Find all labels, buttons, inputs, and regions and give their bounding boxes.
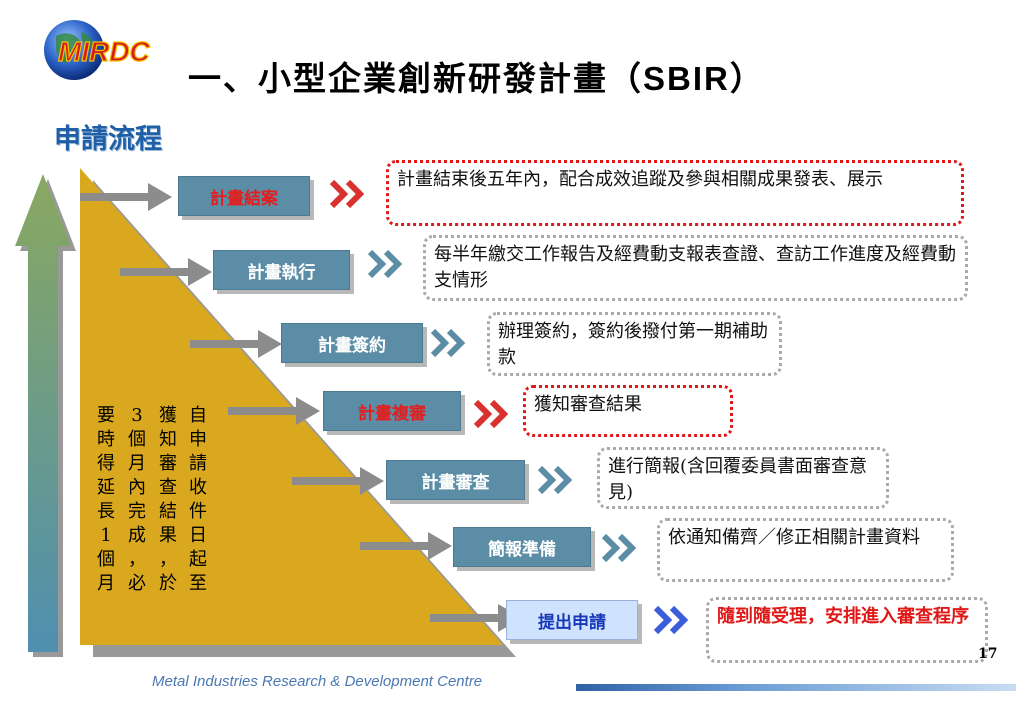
vchar: 件	[189, 501, 207, 522]
vchar: 日	[189, 525, 207, 546]
step-contract: 計畫簽約	[281, 323, 423, 363]
step-re-review: 計畫複審	[323, 391, 461, 431]
step-arrow	[80, 183, 172, 211]
title-prefix: 一、小型企業創新研發計畫（	[188, 59, 643, 98]
vchar: 延	[97, 477, 115, 498]
vertical-note-col3: 3 個 月 內 完 成 ， 必	[127, 404, 147, 596]
vertical-note-col1: 自 申 請 收 件 日 起 至	[188, 404, 208, 596]
vchar: 自	[189, 405, 207, 426]
title-latin: SBIR	[643, 60, 730, 97]
vchar: 請	[189, 453, 207, 474]
note-apply: 隨到隨受理，安排進入審查程序	[706, 597, 988, 663]
chevron-icons	[329, 179, 689, 635]
chevron-icon	[537, 465, 573, 495]
note-execute: 每半年繳交工作報告及經費動支報表查證、查訪工作進度及經費動支情形	[423, 235, 968, 301]
vchar: 收	[189, 477, 207, 498]
mirdc-logo: MIRDC	[38, 14, 188, 84]
vchar: 長	[97, 501, 115, 522]
up-arrow-icon	[15, 174, 76, 657]
vchar: 時	[97, 429, 115, 450]
vchar: 內	[128, 477, 146, 498]
step-arrow	[292, 467, 384, 495]
vchar: 成	[128, 525, 146, 546]
vchar: 獲	[159, 405, 177, 426]
vchar: 於	[159, 573, 177, 594]
chevron-icon	[430, 328, 466, 358]
step-arrows	[80, 183, 522, 632]
vchar: 審	[159, 453, 177, 474]
vchar-red: 個	[128, 429, 146, 450]
page-number: 17	[978, 646, 998, 662]
vchar: 至	[189, 573, 207, 594]
vertical-note-col4: 要 時 得 延 長 1 個 月	[96, 404, 116, 596]
vchar: 完	[128, 501, 146, 522]
vchar-red: 3	[131, 405, 143, 426]
vchar-red: 月	[128, 453, 146, 474]
vchar: ，	[159, 549, 177, 570]
vertical-note-col2: 獲 知 審 查 結 果 ， 於	[158, 404, 178, 596]
vchar: 申	[189, 429, 207, 450]
vchar: 月	[97, 573, 115, 594]
logo-text: MIRDC	[58, 36, 151, 67]
title-suffix: ）	[729, 59, 765, 98]
vchar: 1	[100, 525, 112, 546]
step-review: 計畫審查	[386, 460, 525, 500]
chevron-icon	[367, 249, 403, 279]
vchar: 個	[97, 549, 115, 570]
page-title: 一、小型企業創新研發計畫（SBIR）	[188, 52, 765, 100]
step-arrow	[228, 397, 320, 425]
note-briefing: 依通知備齊／修正相關計畫資料	[657, 518, 954, 582]
footer-text: Metal Industries Research & Development …	[152, 673, 483, 690]
vchar: 查	[159, 477, 177, 498]
footer-bar	[576, 684, 1016, 691]
step-execute: 計畫執行	[213, 250, 350, 290]
note-re-review: 獲知審查結果	[523, 385, 733, 437]
step-close: 計畫結案	[178, 176, 310, 216]
vchar: 必	[128, 573, 146, 594]
note-close: 計畫結束後五年內，配合成效追蹤及參與相關成果發表、展示	[386, 160, 964, 226]
vchar: ，	[128, 549, 146, 570]
chevron-icon	[329, 179, 365, 209]
vchar: 知	[159, 429, 177, 450]
step-briefing: 簡報準備	[453, 527, 591, 567]
chevron-icon	[601, 533, 637, 563]
step-arrow	[120, 258, 212, 286]
step-arrow	[190, 330, 282, 358]
chevron-icon	[653, 605, 689, 635]
vchar: 起	[189, 549, 207, 570]
step-arrow	[430, 604, 522, 632]
vchar: 果	[159, 525, 177, 546]
step-apply: 提出申請	[506, 600, 638, 640]
vchar: 得	[97, 453, 115, 474]
note-contract: 辦理簽約，簽約後撥付第一期補助款	[487, 312, 782, 376]
vchar: 要	[97, 405, 115, 426]
note-review: 進行簡報(含回覆委員書面審查意見)	[597, 447, 889, 509]
section-subtitle: 申請流程	[54, 124, 162, 155]
step-arrow	[360, 532, 452, 560]
vchar: 結	[159, 501, 177, 522]
chevron-icon	[473, 399, 509, 429]
